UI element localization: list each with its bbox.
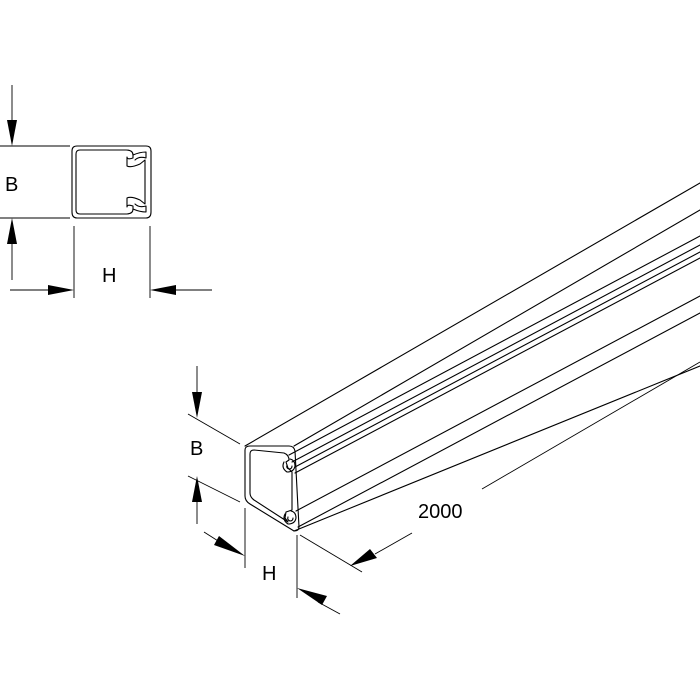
duct-end-face-inner xyxy=(249,449,293,523)
length-extension-front xyxy=(299,534,363,573)
cross-section-h-label: H xyxy=(102,265,116,287)
duct-inner-top-edge xyxy=(288,235,700,456)
cross-section-b-arrow-top xyxy=(7,120,17,146)
perspective-b-label: B xyxy=(190,438,203,460)
length-label: 2000 xyxy=(418,501,463,523)
perspective-h-arrow-right xyxy=(297,588,327,605)
duct-side-upper-edge xyxy=(295,295,700,512)
length-dim-line-lower xyxy=(374,532,413,555)
length-dim-line-upper xyxy=(481,361,700,490)
cross-section-h-arrow-left xyxy=(48,285,74,295)
perspective-view: B H 2000 xyxy=(187,182,700,615)
duct-upper-lip-inner xyxy=(286,464,293,470)
duct-top-left-edge xyxy=(244,182,700,447)
cross-section-view: B H xyxy=(0,85,212,298)
cross-section-b-arrow-bottom xyxy=(7,218,17,244)
perspective-b-arrow-top xyxy=(192,392,202,418)
duct-top-right-edge xyxy=(293,209,700,447)
cross-section-h-arrow-right xyxy=(150,285,176,295)
perspective-b-extension-top xyxy=(187,413,241,445)
length-arrow-front xyxy=(350,549,377,566)
perspective-h-label: H xyxy=(262,563,276,585)
duct-bottom-edge xyxy=(293,365,700,532)
duct-groove-line-1 xyxy=(291,244,700,463)
duct-groove-line-3 xyxy=(294,257,700,474)
duct-side-lower-edge xyxy=(297,312,700,528)
cross-section-lower-lip xyxy=(132,203,147,213)
cross-section-b-label: B xyxy=(5,174,18,196)
duct-lower-lip-curl xyxy=(283,510,297,525)
perspective-h-arrow-left xyxy=(214,536,245,556)
cross-section-inner-profile xyxy=(75,149,146,215)
duct-lower-lip-inner xyxy=(287,516,294,522)
duct-groove-line-2 xyxy=(294,251,700,468)
perspective-b-arrow-bottom xyxy=(192,476,202,502)
cross-section-outer-profile xyxy=(71,145,152,219)
cross-section-upper-lip xyxy=(132,151,147,161)
